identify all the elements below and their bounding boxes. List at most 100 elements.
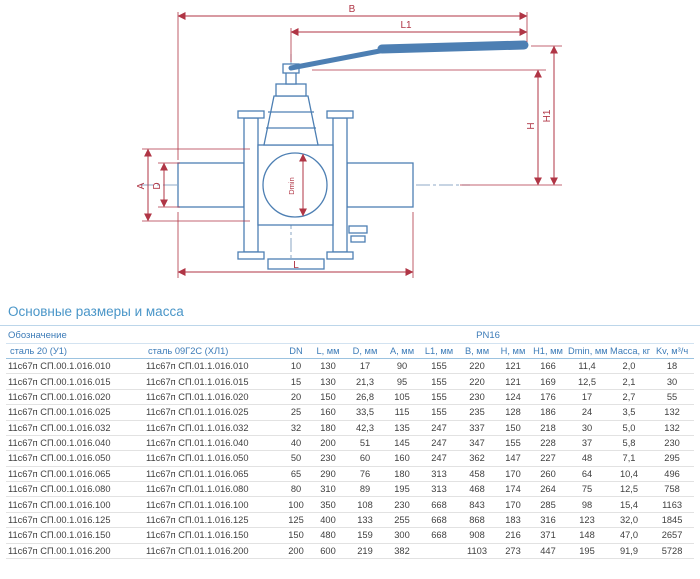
dmin-cell: 148: [566, 527, 609, 544]
l-cell: 290: [310, 466, 347, 483]
table-row: 11с67п СП.00.1.016.150 11с67п СП.01.1.01…: [6, 527, 695, 544]
label-L1: L1: [400, 20, 412, 31]
l-cell: 400: [310, 512, 347, 529]
designation-steel20-cell: 11с67п СП.00.1.016.080: [6, 481, 144, 498]
mass-cell: 5,8: [608, 435, 651, 452]
l-cell: 130: [310, 358, 347, 375]
h-cell: 124: [496, 389, 531, 406]
designation-steel09g2s-cell: 11с67п СП.01.1.016.020: [144, 389, 283, 406]
b-cell: 230: [458, 389, 497, 406]
kv-cell: 496: [650, 466, 695, 483]
dmin-cell: 195: [566, 543, 609, 559]
d-cell: 219: [346, 543, 385, 559]
ball: [262, 152, 328, 218]
h-cell: 155: [496, 435, 531, 452]
table-row: 11с67п СП.00.1.016.020 11с67п СП.01.1.01…: [6, 389, 695, 406]
l1-cell: 313: [420, 481, 459, 498]
b-cell: 362: [458, 450, 497, 467]
dmin-cell: 11,4: [566, 358, 609, 375]
valve-drawing: B L1 H H1 A D Dmin L: [136, 4, 562, 278]
l1-cell: 668: [420, 512, 459, 529]
l-cell: 180: [310, 420, 347, 436]
dimension-lines: [144, 12, 558, 276]
dmin-cell: 24: [566, 404, 609, 421]
designation-steel20-cell: 11с67п СП.00.1.016.150: [6, 527, 144, 544]
b-cell: 347: [458, 435, 497, 452]
kv-cell: 1845: [650, 512, 695, 529]
designation-steel09g2s-cell: 11с67п СП.01.1.016.032: [144, 420, 283, 436]
col-dmin: Dmin, мм: [566, 343, 609, 359]
label-D: D: [152, 182, 163, 189]
h1-cell: 316: [530, 512, 567, 529]
l-cell: 230: [310, 450, 347, 467]
l1-cell: 155: [420, 358, 459, 375]
designation-steel20-cell: 11с67п СП.00.1.016.015: [6, 373, 144, 390]
h1-cell: 227: [530, 450, 567, 467]
d-cell: 108: [346, 496, 385, 513]
table-row: 11с67п СП.00.1.016.200 11с67п СП.01.1.01…: [6, 543, 695, 559]
col-a: A, мм: [384, 343, 421, 359]
d-cell: 133: [346, 512, 385, 529]
b-cell: 908: [458, 527, 497, 544]
stem: [285, 71, 297, 85]
dmin-cell: 123: [566, 512, 609, 529]
h-cell: 128: [496, 404, 531, 421]
mass-cell: 32,0: [608, 512, 651, 529]
table-row: 11с67п СП.00.1.016.032 11с67п СП.01.1.01…: [6, 420, 695, 436]
table-row: 11с67п СП.00.1.016.040 11с67п СП.01.1.01…: [6, 435, 695, 452]
h-cell: 150: [496, 420, 531, 436]
d-cell: 33,5: [346, 404, 385, 421]
designation-steel20-cell: 11с67п СП.00.1.016.020: [6, 389, 144, 406]
designation-steel09g2s-cell: 11с67п СП.01.1.016.015: [144, 373, 283, 390]
l1-cell: 155: [420, 373, 459, 390]
designation-steel09g2s-cell: 11с67п СП.01.1.016.010: [144, 358, 283, 375]
pipe-right: [346, 162, 414, 208]
l-cell: 130: [310, 373, 347, 390]
l-cell: 350: [310, 496, 347, 513]
designation-steel20-cell: 11с67п СП.00.1.016.050: [6, 450, 144, 467]
designation-steel09g2s-cell: 11с67п СП.01.1.016.065: [144, 466, 283, 483]
designation-steel20-cell: 11с67п СП.00.1.016.025: [6, 404, 144, 421]
designation-steel09g2s-cell: 11с67п СП.01.1.016.100: [144, 496, 283, 513]
dmin-cell: 30: [566, 420, 609, 436]
h-cell: 174: [496, 481, 531, 498]
l1-cell: 247: [420, 420, 459, 436]
designation-steel20-cell: 11с67п СП.00.1.016.200: [6, 543, 144, 559]
a-cell: 105: [384, 389, 421, 406]
designation-steel09g2s-cell: 11с67п СП.01.1.016.025: [144, 404, 283, 421]
dn-cell: 32: [282, 420, 311, 436]
col-h: H, мм: [496, 343, 531, 359]
drain-nut: [350, 235, 366, 243]
h-cell: 121: [496, 373, 531, 390]
flange-right: [332, 117, 348, 253]
handle: [288, 40, 529, 71]
d-cell: 159: [346, 527, 385, 544]
l1-cell: 155: [420, 389, 459, 406]
l1-cell: 247: [420, 450, 459, 467]
label-H1: H1: [542, 109, 553, 122]
designation-steel20-cell: 11с67п СП.00.1.016.065: [6, 466, 144, 483]
table-row: 11с67п СП.00.1.016.065 11с67п СП.01.1.01…: [6, 466, 695, 483]
dn-cell: 40: [282, 435, 311, 452]
mass-cell: 5,0: [608, 420, 651, 436]
l1-cell: 668: [420, 527, 459, 544]
h-cell: 170: [496, 496, 531, 513]
l1-cell: 313: [420, 466, 459, 483]
table-row: 11с67п СП.00.1.016.080 11с67п СП.01.1.01…: [6, 481, 695, 498]
kv-cell: 295: [650, 450, 695, 467]
pipe-left: [177, 162, 245, 208]
table-row: 11с67п СП.00.1.016.125 11с67п СП.01.1.01…: [6, 512, 695, 529]
label-Dmin: Dmin: [287, 177, 296, 195]
a-cell: 195: [384, 481, 421, 498]
h1-cell: 186: [530, 404, 567, 421]
designation-steel20-cell: 11с67п СП.00.1.016.040: [6, 435, 144, 452]
designation-steel09g2s-cell: 11с67п СП.01.1.016.150: [144, 527, 283, 544]
h1-cell: 285: [530, 496, 567, 513]
col-mass: Масса, кг: [608, 343, 651, 359]
b-cell: 843: [458, 496, 497, 513]
col-steel09g2s: сталь 09Г2С (ХЛ1): [144, 343, 283, 359]
h-cell: 183: [496, 512, 531, 529]
table-row: 11с67п СП.00.1.016.100 11с67п СП.01.1.01…: [6, 496, 695, 513]
dn-cell: 80: [282, 481, 311, 498]
